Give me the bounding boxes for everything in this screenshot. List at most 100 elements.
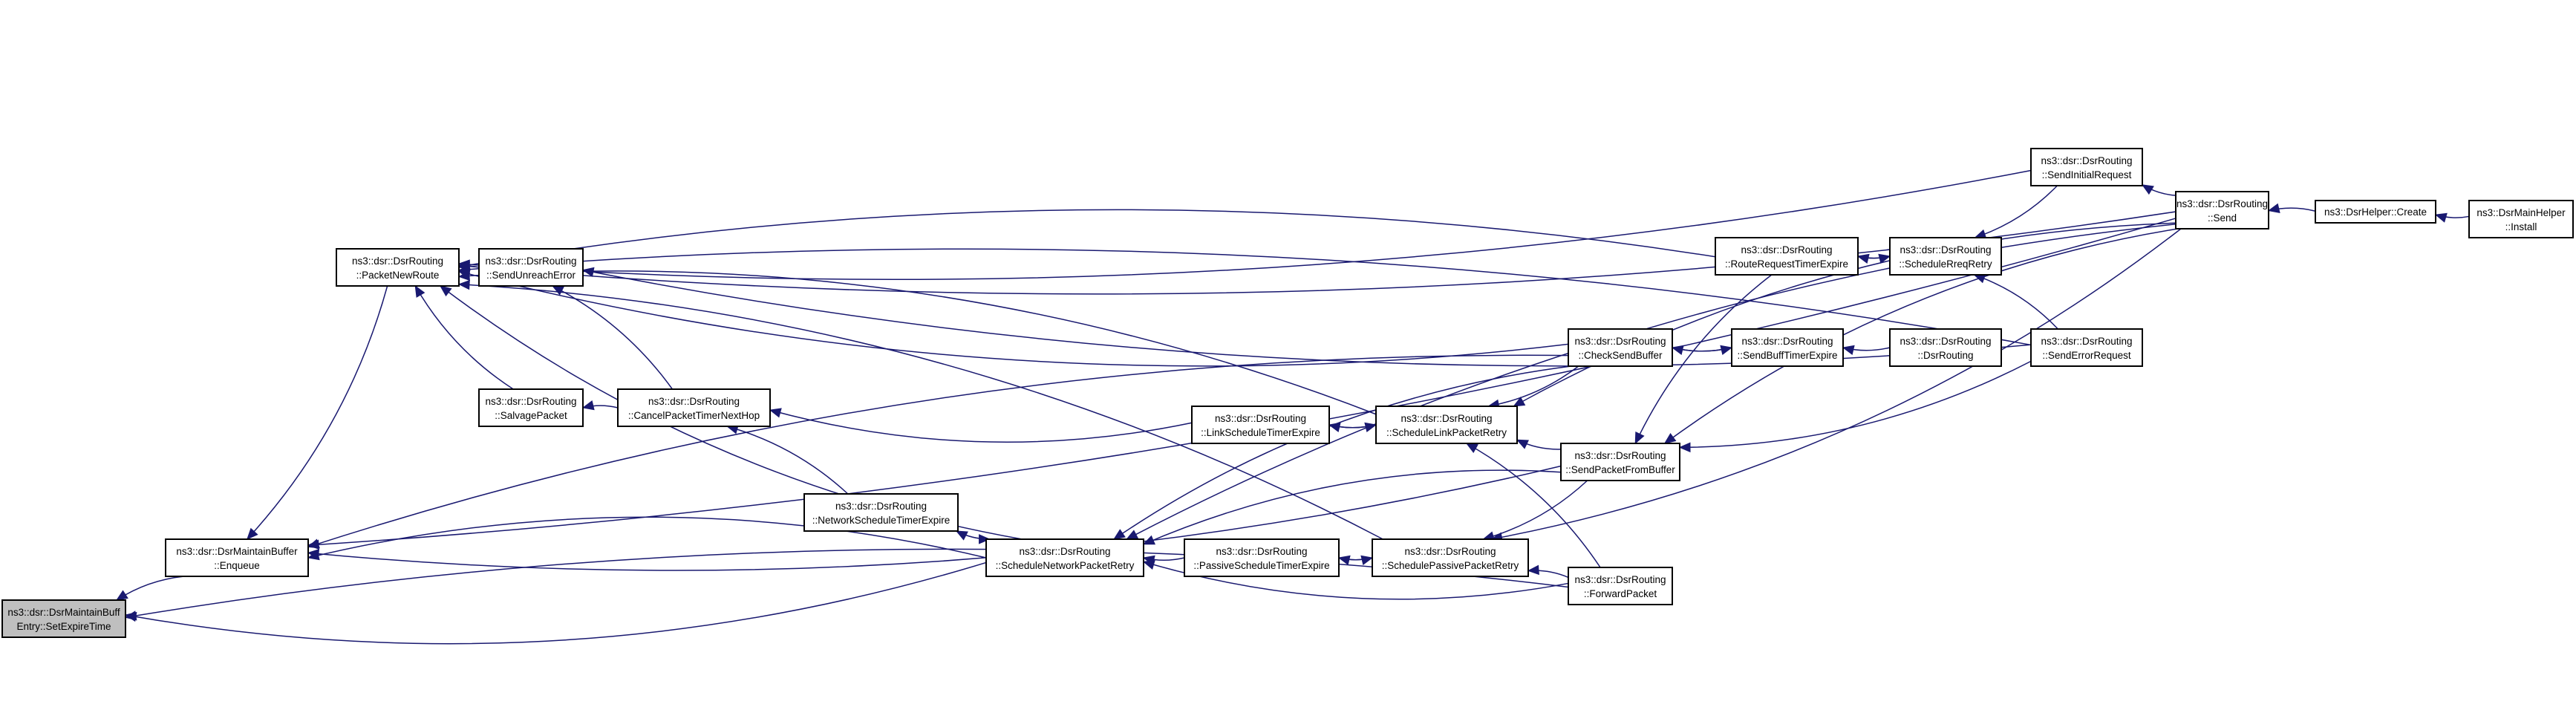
- arrowhead-forwardpacket-to-schedlinkretry: [1465, 443, 1478, 453]
- node-forwardpacket[interactable]: ns3::dsr::DsrRouting::ForwardPacket: [1568, 567, 1673, 605]
- node-salvage[interactable]: ns3::dsr::DsrRouting::SalvagePacket: [478, 388, 584, 427]
- node-schedreqretry[interactable]: ns3::dsr::DsrRouting::ScheduleRreqRetry: [1889, 237, 2002, 276]
- node-label-line1: ns3::dsr::DsrRouting: [1404, 546, 1496, 557]
- node-box[interactable]: [1889, 237, 2002, 276]
- node-box[interactable]: [2175, 191, 2269, 229]
- arrowhead-mainhelperinstall-to-helpercreate: [2434, 212, 2448, 223]
- node-netschedexpire[interactable]: ns3::dsr::DsrRouting::NetworkScheduleTim…: [803, 493, 959, 532]
- arrowhead-sendpacketfrombuffer-to-schedlinkretry: [1516, 439, 1529, 449]
- arrowhead-packetnewroute-to-enqueue: [246, 527, 258, 540]
- node-schedpassiveretry[interactable]: ns3::dsr::DsrRouting::SchedulePassivePac…: [1372, 538, 1529, 577]
- arrowhead-helpercreate-to-send: [2267, 203, 2280, 213]
- node-box[interactable]: [2030, 328, 2143, 367]
- node-passiveexpire[interactable]: ns3::dsr::DsrRouting::PassiveScheduleTim…: [1184, 538, 1340, 577]
- node-box[interactable]: [1372, 538, 1529, 577]
- node-box[interactable]: [1889, 328, 2002, 367]
- arrowhead-salvage-to-packetnewroute: [414, 284, 425, 298]
- arrowhead-enqueue-to-setexpire: [115, 590, 128, 601]
- node-linkschedexpire[interactable]: ns3::dsr::DsrRouting::LinkScheduleTimerE…: [1191, 406, 1330, 444]
- edge-checksendbuffer-to-packetnewroute: [458, 270, 1569, 367]
- edge-send-to-schednetretry: [1126, 224, 2176, 540]
- node-box[interactable]: [2030, 148, 2143, 186]
- arrowhead-cancelpacket-to-sendunreach: [551, 285, 565, 296]
- node-packetnewroute[interactable]: ns3::dsr::DsrRouting::PacketNewRoute: [336, 248, 460, 287]
- node-mainhelperinstall[interactable]: ns3::DsrMainHelper::Install: [2468, 200, 2574, 238]
- node-box[interactable]: [1184, 538, 1340, 577]
- node-box[interactable]: [617, 388, 771, 427]
- node-label-line1: ns3::dsr::DsrRouting: [1741, 336, 1833, 347]
- edge-senderror-to-packetnewroute: [458, 248, 2032, 346]
- node-checksendbuffer[interactable]: ns3::dsr::DsrRouting::CheckSendBuffer: [1568, 328, 1673, 367]
- node-box[interactable]: [985, 538, 1144, 577]
- node-label-line2: ::SendPacketFromBuffer: [1565, 464, 1675, 475]
- edge-forwardpacket-to-setexpire: [125, 548, 1569, 618]
- node-setexpire[interactable]: ns3::dsr::DsrMaintainBuffEntry::SetExpir…: [1, 599, 126, 638]
- edge-linkschedexpire-to-cancelpacket: [769, 409, 1193, 443]
- node-label-line2: ::SendErrorRequest: [2042, 350, 2131, 361]
- node-label-line2: ::Enqueue: [214, 560, 260, 571]
- node-sendpacketfrombuffer[interactable]: ns3::dsr::DsrRouting::SendPacketFromBuff…: [1560, 443, 1680, 481]
- node-send[interactable]: ns3::dsr::DsrRouting::Send: [2175, 191, 2269, 229]
- edge-cancelpacket-to-sendunreach: [552, 285, 674, 390]
- node-label-line1: ns3::dsr::DsrRouting: [1401, 413, 1492, 424]
- node-label-line2: ::ScheduleNetworkPacketRetry: [996, 560, 1135, 571]
- node-sendunreach[interactable]: ns3::dsr::DsrRouting::SendUnreachError: [478, 248, 584, 287]
- node-label-line2: ::SendInitialRequest: [2042, 169, 2132, 180]
- node-label-line2: ::SendUnreachError: [486, 270, 576, 281]
- arrowhead-routereqexpire-to-schedreqretry: [1878, 253, 1891, 264]
- arrowhead-cancelpacket-to-salvage: [581, 400, 595, 411]
- node-schedlinkretry[interactable]: ns3::dsr::DsrRouting::ScheduleLinkPacket…: [1375, 406, 1518, 444]
- node-box[interactable]: [803, 493, 959, 532]
- edge-schedlinkretry-to-packetnewroute: [458, 270, 1377, 415]
- edge-sendpacketfrombuffer-to-schednetretry: [1143, 469, 1562, 545]
- node-label-line2: ::ForwardPacket: [1584, 588, 1657, 599]
- arrowhead-routereqexpire-to-sendpacketfrombuffer: [1634, 432, 1645, 445]
- node-box[interactable]: [478, 248, 584, 287]
- node-label-line2: ::Send: [2208, 212, 2237, 224]
- node-box[interactable]: [2315, 200, 2436, 224]
- edge-checksendbuffer-to-schednetretry: [1113, 365, 1572, 540]
- node-box[interactable]: [1, 599, 126, 638]
- node-schednetretry[interactable]: ns3::dsr::DsrRouting::ScheduleNetworkPac…: [985, 538, 1144, 577]
- node-box[interactable]: [478, 388, 584, 427]
- edge-routereqexpire-to-sendpacketfrombuffer: [1634, 274, 1773, 444]
- node-label-line1: ns3::DsrMainHelper: [2476, 207, 2566, 218]
- edge-salvage-to-packetnewroute: [414, 285, 514, 390]
- node-label-line1: ns3::dsr::DsrRouting: [2041, 336, 2132, 347]
- node-enqueue[interactable]: ns3::dsr::DsrMaintainBuffer::Enqueue: [165, 538, 309, 577]
- node-box[interactable]: [1568, 328, 1673, 367]
- node-box[interactable]: [336, 248, 460, 287]
- arrowhead-forwardpacket-to-setexpire: [124, 611, 137, 621]
- arrowhead-sendpacketfrombuffer-to-enqueue: [307, 548, 320, 559]
- edge-senderror-to-sendpacketfrombuffer: [1679, 360, 2032, 449]
- node-box[interactable]: [2468, 200, 2574, 238]
- node-box[interactable]: [1731, 328, 1844, 367]
- edge-checksendbuffer-to-schedlinkretry: [1488, 365, 1579, 407]
- arrowhead-schedpassiveretry-to-passiveexpire: [1337, 555, 1351, 565]
- node-label-line1: ns3::dsr::DsrRouting: [1215, 413, 1306, 424]
- node-cancelpacket[interactable]: ns3::dsr::DsrRouting::CancelPacketTimerN…: [617, 388, 771, 427]
- node-sendinitial[interactable]: ns3::dsr::DsrRouting::SendInitialRequest: [2030, 148, 2143, 186]
- arrowhead-schedreqretry-to-routereqexpire: [1856, 253, 1870, 264]
- node-box[interactable]: [1568, 567, 1673, 605]
- node-box[interactable]: [1191, 406, 1330, 444]
- arrowhead-send-to-schednetretry: [1126, 530, 1139, 540]
- node-label-line2: ::CancelPacketTimerNextHop: [628, 410, 760, 421]
- node-box[interactable]: [165, 538, 309, 577]
- arrowhead-schednetretry-to-netschedexpire: [955, 530, 968, 541]
- edge-forwardpacket-to-schedlinkretry: [1466, 443, 1601, 568]
- node-dsrrouting[interactable]: ns3::dsr::DsrRouting::DsrRouting: [1889, 328, 2002, 367]
- node-senderror[interactable]: ns3::dsr::DsrRouting::SendErrorRequest: [2030, 328, 2143, 367]
- node-box[interactable]: [1715, 237, 1859, 276]
- arrowhead-senderror-to-sendpacketfrombuffer: [1678, 442, 1691, 453]
- node-helpercreate[interactable]: ns3::DsrHelper::Create: [2315, 200, 2436, 224]
- node-label-line1: ns3::DsrHelper::Create: [2324, 206, 2427, 218]
- node-label-line2: ::Install: [2505, 221, 2537, 232]
- edge-checksendbuffer-to-enqueue: [307, 354, 1569, 548]
- node-label-line1: ns3::dsr::DsrRouting: [1216, 546, 1307, 557]
- node-routereqexpire[interactable]: ns3::dsr::DsrRouting::RouteRequestTimerE…: [1715, 237, 1859, 276]
- node-box[interactable]: [1375, 406, 1518, 444]
- node-sendbuffexpire[interactable]: ns3::dsr::DsrRouting::SendBuffTimerExpir…: [1731, 328, 1844, 367]
- node-box[interactable]: [1560, 443, 1680, 481]
